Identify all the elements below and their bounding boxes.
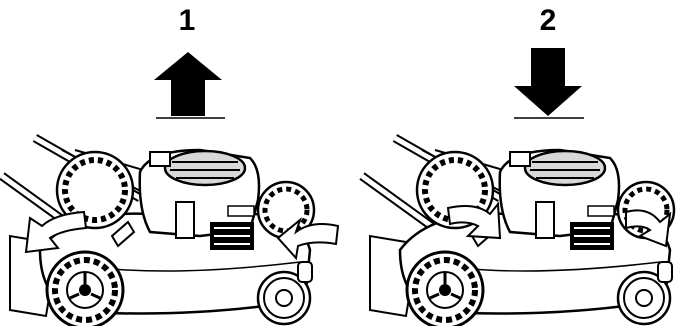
step-number-2: 2 [539, 4, 557, 37]
curved-arrow-icon [276, 217, 340, 261]
lawn-mower-icon [362, 138, 674, 326]
curved-arrow-icon [446, 201, 502, 240]
arrow-down-icon [514, 48, 582, 116]
curved-arrow-icon [625, 209, 672, 248]
curved-arrow-icon [24, 210, 88, 254]
step-number-1: 1 [178, 4, 196, 37]
arrow-up-icon [154, 52, 222, 116]
